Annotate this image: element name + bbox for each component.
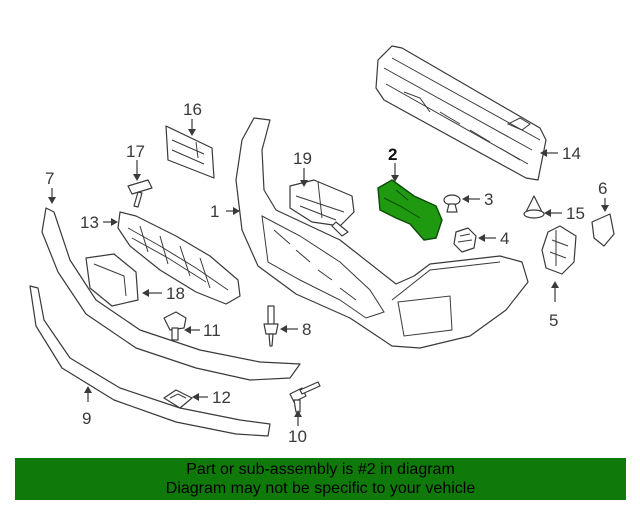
arrowhead-6 (601, 205, 609, 212)
callout-14[interactable]: 14 (562, 144, 581, 163)
part-15-fastener[interactable] (523, 195, 545, 219)
part-14-reinforcement-beam[interactable] (375, 45, 547, 181)
callout-18[interactable]: 18 (166, 284, 185, 303)
callout-6[interactable]: 6 (598, 179, 607, 198)
part-17-bolt[interactable] (127, 179, 153, 208)
callout-10[interactable]: 10 (288, 427, 307, 446)
callout-11[interactable]: 11 (203, 321, 221, 340)
part-12-clip[interactable] (163, 389, 193, 409)
callout-12[interactable]: 12 (212, 388, 231, 407)
arrowhead-18 (142, 289, 149, 297)
callout-15[interactable]: 15 (566, 204, 585, 223)
callout-5[interactable]: 5 (549, 311, 558, 330)
part-3-push-clip[interactable] (443, 194, 461, 213)
arrowhead-17 (133, 174, 141, 181)
part-2-bracket-highlighted[interactable] (377, 179, 443, 241)
part-8-stud[interactable] (263, 305, 279, 347)
banner-line-2: Diagram may not be specific to your vehi… (165, 480, 476, 497)
callout-19[interactable]: 19 (293, 149, 312, 168)
arrowhead-12 (192, 393, 199, 401)
arrowhead-1 (233, 207, 240, 215)
part-13-grille[interactable] (117, 211, 241, 305)
callout-3[interactable]: 3 (484, 190, 493, 209)
callout-13[interactable]: 13 (80, 213, 99, 232)
arrowhead-16 (188, 129, 196, 136)
callout-8[interactable]: 8 (302, 320, 311, 339)
part-1-bumper-cover[interactable] (235, 117, 529, 349)
callout-4[interactable]: 4 (500, 229, 509, 248)
callout-2[interactable]: 2 (388, 145, 397, 164)
callout-16[interactable]: 16 (183, 100, 202, 119)
part-10-bolt[interactable] (289, 381, 321, 413)
part-9-lower-trim[interactable] (29, 285, 271, 437)
part-11-bolt[interactable] (163, 311, 187, 341)
arrowhead-10 (294, 410, 302, 417)
arrowhead-14 (540, 149, 547, 157)
arrowhead-2 (391, 175, 399, 182)
arrowhead-7 (48, 197, 56, 204)
part-7-trim-strip[interactable] (41, 207, 301, 381)
part-16-license-bracket[interactable] (165, 125, 215, 179)
callout-17[interactable]: 17 (126, 142, 145, 161)
part-19-sensor[interactable] (289, 179, 355, 237)
info-banner: Part or sub-assembly is #2 in diagram Di… (15, 458, 626, 500)
bracket-2-detail (383, 189, 421, 219)
arrowhead-8 (280, 325, 287, 333)
arrowhead-9 (84, 386, 92, 393)
arrowhead-11 (184, 326, 191, 334)
callout-9[interactable]: 9 (82, 409, 91, 428)
arrowhead-19 (300, 180, 308, 187)
arrowhead-13 (111, 218, 118, 226)
arrowhead-3 (462, 195, 469, 203)
arrowhead-15 (544, 209, 551, 217)
part-4-clip[interactable] (453, 227, 477, 253)
arrowhead-4 (478, 234, 485, 242)
part-6-small-bracket[interactable] (591, 213, 615, 247)
callout-1[interactable]: 1 (210, 202, 219, 221)
parts-diagram: 14 16 17 19 1 2 (29, 45, 615, 446)
part-5-side-bracket[interactable] (541, 225, 577, 275)
bracket-2-shape (377, 179, 443, 241)
part-18-module[interactable] (85, 253, 139, 307)
callout-7[interactable]: 7 (45, 169, 54, 188)
banner-line-1: Part or sub-assembly is #2 in diagram (186, 461, 455, 478)
arrowhead-5 (551, 281, 559, 288)
